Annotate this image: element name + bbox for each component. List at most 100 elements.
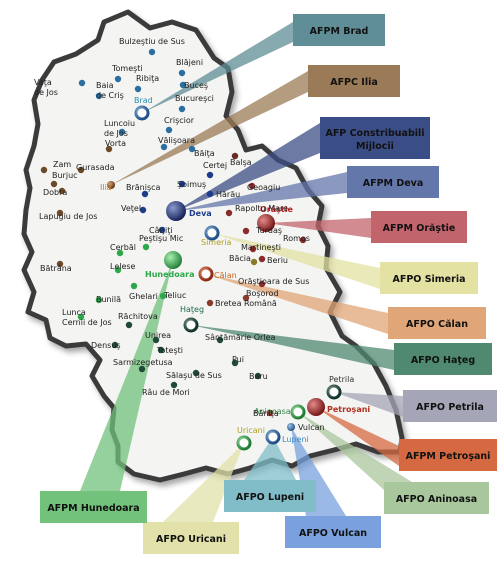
locality-dot-criscior[interactable] xyxy=(165,126,173,134)
locality-dot-sarmizegetusa[interactable] xyxy=(138,365,146,373)
locality-dot-batrana[interactable] xyxy=(56,260,64,268)
locality-dot-buces[interactable] xyxy=(179,81,187,89)
beam-afpo-petrila xyxy=(334,392,403,417)
locality-dot-romos[interactable] xyxy=(299,236,307,244)
locality-dot-unirea[interactable] xyxy=(152,336,160,344)
locality-dot-vetel[interactable] xyxy=(139,206,147,214)
locality-dot-burjuc[interactable] xyxy=(50,180,58,188)
office-marker-ilia[interactable] xyxy=(107,181,115,189)
office-marker-calan[interactable] xyxy=(198,266,214,282)
locality-dot-cerbal[interactable] xyxy=(116,249,124,257)
locality-dot-blajeni[interactable] xyxy=(178,69,186,77)
locality-dot-zam[interactable] xyxy=(40,166,48,174)
locality-label-soimus: Şoimuş xyxy=(177,180,206,189)
beam-afpm-hunedoara xyxy=(80,260,173,491)
office-box-afpm-deva[interactable]: AFPM Deva xyxy=(347,166,439,198)
office-marker-petrosani[interactable] xyxy=(307,398,325,416)
office-marker-deva[interactable] xyxy=(166,201,186,221)
locality-dot-rachitova[interactable] xyxy=(125,321,133,329)
locality-dot-balsa[interactable] xyxy=(231,152,239,160)
office-box-afpo-uricani[interactable]: AFPO Uricani xyxy=(143,522,239,554)
office-marker-orastie[interactable] xyxy=(257,214,275,232)
office-marker-brad[interactable] xyxy=(134,105,150,121)
locality-dot-bulzestiu-de-sus[interactable] xyxy=(148,48,156,56)
locality-dot-branisca[interactable] xyxy=(141,190,149,198)
city-label-aninoasa: Aninoasa xyxy=(254,407,291,416)
locality-dot-totesti[interactable] xyxy=(157,346,165,354)
locality-label-baita: Băiţa xyxy=(194,149,215,158)
office-box-afpo-lupeni[interactable]: AFPO Lupeni xyxy=(224,480,316,512)
locality-dot-valisoara[interactable] xyxy=(160,143,168,151)
locality-dot-rau-de-mori[interactable] xyxy=(170,381,178,389)
locality-dot-banita[interactable] xyxy=(266,409,274,417)
locality-dot-turdas[interactable] xyxy=(242,227,250,235)
office-marker-aninoasa[interactable] xyxy=(290,404,306,420)
locality-dot-harau[interactable] xyxy=(206,190,214,198)
office-box-label: AFPO Uricani xyxy=(156,534,226,545)
locality-dot-carjiti[interactable] xyxy=(158,226,166,234)
office-box-afpm-brad[interactable]: AFPM Brad xyxy=(293,14,385,46)
locality-dot-bunila[interactable] xyxy=(95,296,103,304)
office-box-afpc-ilia[interactable]: AFPC Ilia xyxy=(308,65,400,97)
locality-dot-santamarie-orlea[interactable] xyxy=(216,336,224,344)
locality-dot-lunca-cernii-de-jos[interactable] xyxy=(77,313,85,321)
locality-dot-gurasada[interactable] xyxy=(77,166,85,174)
office-box-label: AFPO Vulcan xyxy=(299,528,367,539)
locality-dot-ghelari[interactable] xyxy=(130,282,138,290)
locality-label-ribita: Ribiţa xyxy=(136,74,159,83)
beam-afp-constribuabili-mijlocii xyxy=(176,123,320,211)
office-marker-vulcan[interactable] xyxy=(287,423,295,431)
locality-dot-salasu-de-sus[interactable] xyxy=(192,369,200,377)
office-box-afpm-hunedoara[interactable]: AFPM Hunedoara xyxy=(40,491,147,523)
office-marker-lupeni[interactable] xyxy=(265,429,281,445)
locality-dot-martinesti[interactable] xyxy=(249,245,257,253)
locality-label-burjuc: Burjuc xyxy=(52,171,78,180)
locality-dot-baru[interactable] xyxy=(254,372,262,380)
locality-dot-pui[interactable] xyxy=(231,359,239,367)
office-box-label: AFPC Ilia xyxy=(330,77,378,88)
locality-dot-bucuresci[interactable] xyxy=(178,105,186,113)
locality-dot-beriu[interactable] xyxy=(258,255,266,263)
locality-dot-vata-de-jos[interactable] xyxy=(78,79,86,87)
office-box-afpo-simeria[interactable]: AFPO Simeria xyxy=(380,262,478,294)
locality-dot-teliuc[interactable] xyxy=(159,292,167,300)
office-box-bg xyxy=(347,166,439,198)
office-box-afpo-petrila[interactable]: AFPO Petrila xyxy=(403,390,497,422)
office-marker-simeria[interactable] xyxy=(204,225,220,241)
locality-dot-geoagiu[interactable] xyxy=(248,182,256,190)
locality-dot-soimus[interactable] xyxy=(178,180,186,188)
locality-dot-baia-de-cris[interactable] xyxy=(95,92,103,100)
office-box-label: AFPO Lupeni xyxy=(236,492,304,503)
locality-dot-rapoltu-mare[interactable] xyxy=(225,209,233,217)
city-label-brad: Brad xyxy=(134,96,153,105)
office-box-afpo-aninoasa[interactable]: AFPO Aninoasa xyxy=(384,482,489,514)
locality-dot-certej[interactable] xyxy=(206,171,214,179)
office-marker-hunedoara[interactable] xyxy=(164,251,182,269)
locality-dot-luncoiu-de-jos[interactable] xyxy=(118,128,126,136)
locality-dot-pestisu-mic[interactable] xyxy=(142,243,150,251)
office-box-afpo-vulcan[interactable]: AFPO Vulcan xyxy=(285,516,381,548)
office-box-afpm-orastie[interactable]: AFPM Orăştie xyxy=(371,211,467,243)
locality-dot-bacia[interactable] xyxy=(250,258,258,266)
locality-dot-ribita[interactable] xyxy=(134,85,142,93)
locality-dot-lelese[interactable] xyxy=(114,266,122,274)
locality-dot-lapugiu-de-jos[interactable] xyxy=(56,209,64,217)
locality-dot-dobra[interactable] xyxy=(58,187,66,195)
office-box-afpm-petrosani[interactable]: AFPM Petroşani xyxy=(399,439,497,471)
office-marker-uricani[interactable] xyxy=(236,435,252,451)
locality-label-rapoltu-mare: Rapoltu Mare xyxy=(235,204,288,213)
office-box-afpo-calan[interactable]: AFPO Călan xyxy=(388,307,486,339)
office-marker-hateg[interactable] xyxy=(183,317,199,333)
beam-afpo-uricani xyxy=(163,443,244,522)
locality-dot-bosorod[interactable] xyxy=(242,294,250,302)
locality-dot-baita[interactable] xyxy=(188,145,196,153)
locality-dot-vorta[interactable] xyxy=(105,145,113,153)
office-box-afpo-hateg[interactable]: AFPO Haţeg xyxy=(394,343,492,375)
locality-dot-tomesti[interactable] xyxy=(114,75,122,83)
locality-dot-bretea-romana[interactable] xyxy=(206,299,214,307)
locality-dot-densus[interactable] xyxy=(111,341,119,349)
locality-dot-orastioara-de-sus[interactable] xyxy=(258,280,266,288)
office-marker-petrila[interactable] xyxy=(326,384,342,400)
